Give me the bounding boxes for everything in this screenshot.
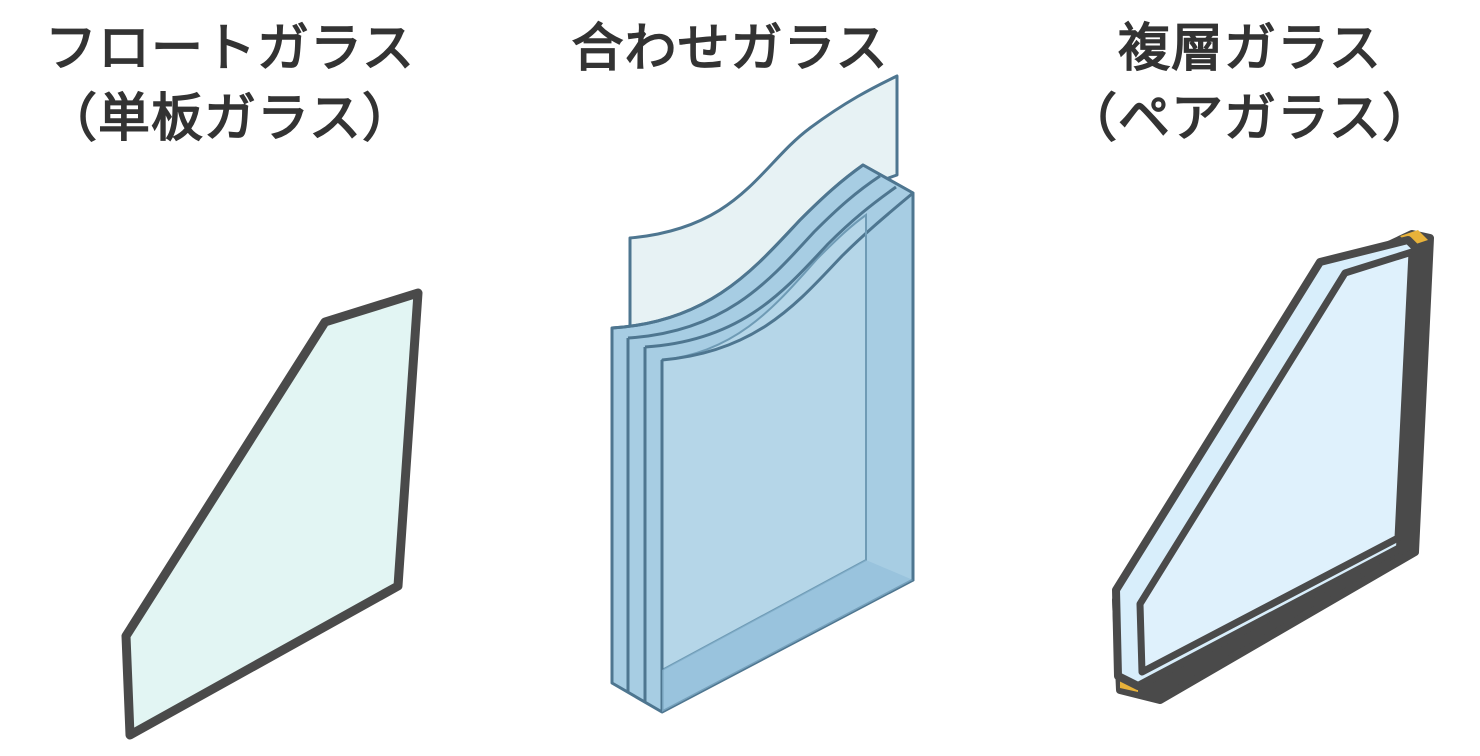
float-glass-illustration xyxy=(121,288,423,740)
float-glass-title: フロートガラス （単板ガラス） xyxy=(0,14,460,154)
double-glass-panel: 複層ガラス （ペアガラス） xyxy=(1020,0,1480,756)
float-glass-panel: フロートガラス （単板ガラス） xyxy=(0,0,460,756)
float-glass-pane xyxy=(121,288,423,740)
float-glass-title-line1: フロートガラス xyxy=(45,19,415,79)
laminated-glass-illustration xyxy=(610,74,915,714)
laminated-glass-panel: 合わせガラス xyxy=(500,0,980,756)
double-glass-title: 複層ガラス （ペアガラス） xyxy=(1020,14,1480,154)
laminated-top-edge-1 xyxy=(611,163,864,330)
laminated-top-edge-4 xyxy=(661,191,914,362)
laminated-bottom-shade xyxy=(662,560,913,712)
float-glass-title-line2: （単板ガラス） xyxy=(45,89,415,149)
laminated-top-edge-3 xyxy=(644,185,897,349)
laminated-top-edge-2 xyxy=(627,174,881,340)
double-glass-inner-pane xyxy=(1136,248,1416,676)
laminated-glass-title: 合わせガラス xyxy=(500,14,960,84)
double-glass-illustration xyxy=(1112,230,1434,704)
double-glass-title-line1: 複層ガラス xyxy=(1118,19,1382,79)
double-glass-title-line2: （ペアガラス） xyxy=(1065,89,1435,149)
laminated-glass-title-line1: 合わせガラス xyxy=(571,19,889,79)
laminated-inner-glass xyxy=(661,213,867,672)
